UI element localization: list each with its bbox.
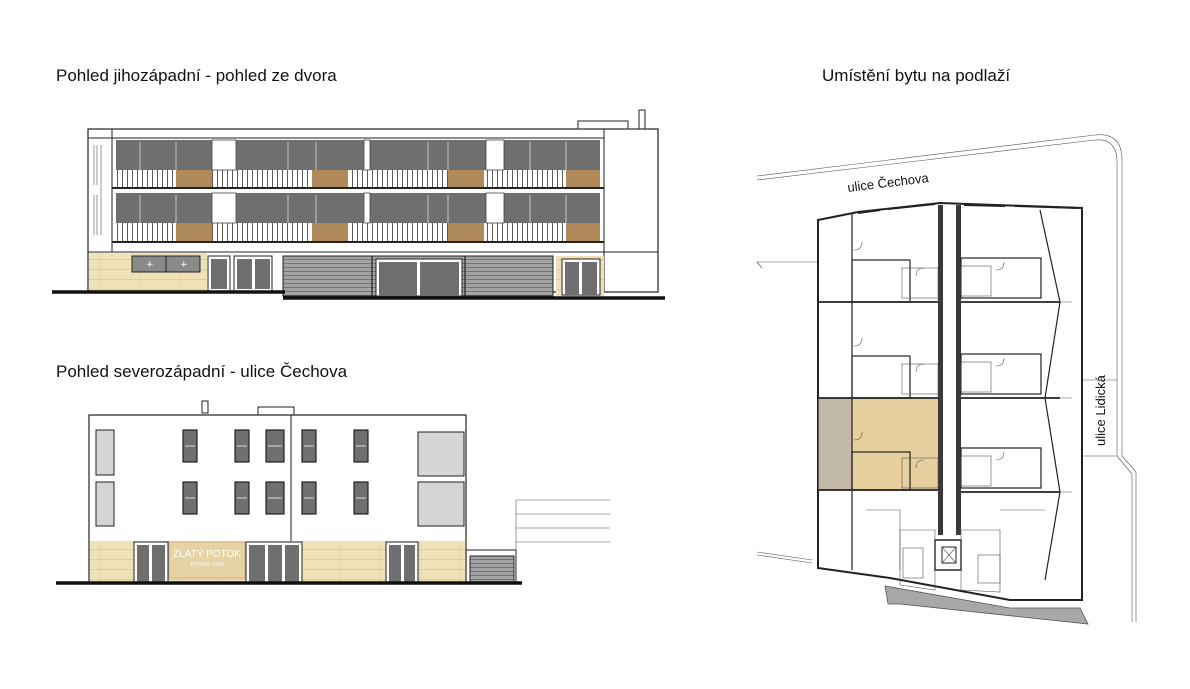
garage-annex xyxy=(466,499,610,583)
balcony-bays xyxy=(112,139,604,243)
highlighted-apartment xyxy=(852,398,938,490)
right-units xyxy=(960,209,1072,581)
northwest-view-caption: Pohled severozápadní - ulice Čechova xyxy=(56,362,348,381)
sign-panel xyxy=(168,541,246,579)
left-pier-details xyxy=(93,145,102,235)
chimney xyxy=(638,109,646,131)
stair-core xyxy=(866,509,1045,593)
svg-text:+: + xyxy=(146,260,154,270)
chimney xyxy=(201,400,209,414)
southwest-elevation: + + xyxy=(52,109,665,300)
street-label-right: ulice Lidická xyxy=(1093,374,1108,446)
floor-location-caption: Umístění bytu na podlaží xyxy=(822,66,1011,85)
ground-floor: + + xyxy=(89,253,604,297)
northwest-elevation: ZLATÝ POTOK BYTOVÝ DŮM xyxy=(56,400,610,585)
facade-sign-subtitle: BYTOVÝ DŮM xyxy=(191,561,224,568)
facade-sign-name: ZLATÝ POTOK xyxy=(173,547,241,560)
retaining-wall xyxy=(884,585,1089,625)
svg-text:+: + xyxy=(180,260,188,270)
street-label-top: ulice Čechova xyxy=(847,170,931,195)
left-units xyxy=(818,241,939,491)
highlighted-balcony xyxy=(818,398,852,490)
street-curb-outer xyxy=(756,134,1123,456)
top-windows xyxy=(857,203,1079,214)
side-balconies xyxy=(95,429,465,527)
southwest-view-caption: Pohled jihozápadní - pohled ze dvora xyxy=(56,66,337,85)
floor-plan: ulice Čechova ulice Lidická xyxy=(756,134,1137,625)
